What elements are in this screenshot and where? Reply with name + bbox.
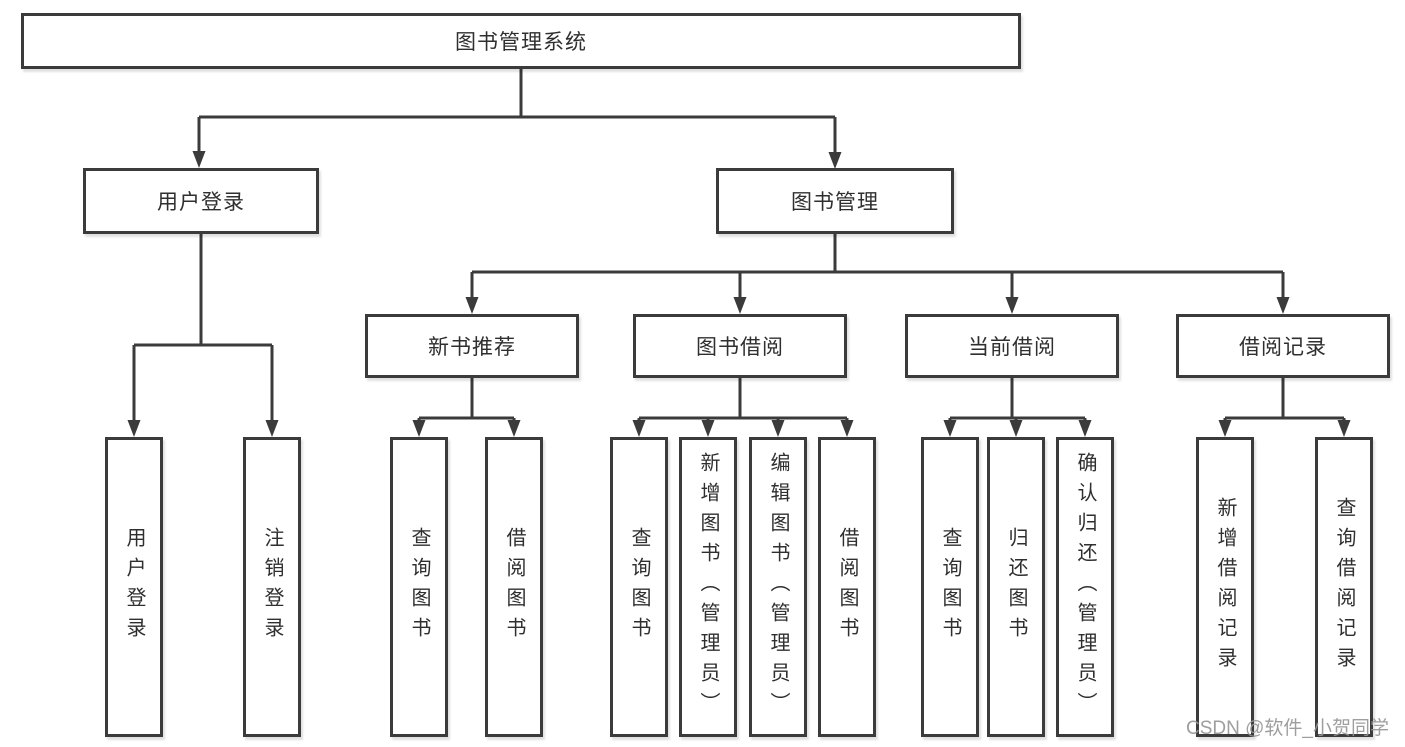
node-current-borrowing: 当前借阅 bbox=[905, 314, 1119, 378]
node-label: 编辑图书（管理员） bbox=[767, 452, 789, 722]
connector-book-borrow-to-children bbox=[632, 378, 854, 437]
node-new-book-recommend: 新书推荐 bbox=[365, 314, 579, 378]
node-label: 归还图书 bbox=[1005, 527, 1027, 647]
connector-current-borrow-to-children bbox=[943, 378, 1092, 437]
node-label: 查询图书 bbox=[408, 527, 430, 647]
arrowhead-icon bbox=[701, 420, 715, 437]
watermark: CSDN @软件_小贺同学 bbox=[1186, 718, 1389, 739]
node-confirm-return-admin: 确认归还（管理员） bbox=[1056, 437, 1114, 737]
node-label: 注销登录 bbox=[261, 527, 283, 647]
node-return-books: 归还图书 bbox=[987, 437, 1045, 737]
node-borrow-books-2: 借阅图书 bbox=[818, 437, 876, 737]
node-borrow-books-1: 借阅图书 bbox=[485, 437, 543, 737]
connector-book-mgmt-to-level3 bbox=[465, 234, 1290, 314]
node-label: 查询图书 bbox=[939, 527, 961, 647]
arrowhead-icon bbox=[1218, 420, 1232, 437]
connector-borrow-records-to-children bbox=[1218, 378, 1351, 437]
node-book-management: 图书管理 bbox=[716, 168, 954, 234]
node-label: 查询图书 bbox=[628, 527, 650, 647]
arrowhead-icon bbox=[127, 420, 141, 437]
arrowhead-icon bbox=[1276, 297, 1290, 314]
node-user-login-leaf: 用户登录 bbox=[105, 437, 163, 737]
node-label: 确认归还（管理员） bbox=[1074, 452, 1096, 722]
node-add-borrow-record: 新增借阅记录 bbox=[1196, 437, 1254, 737]
arrowhead-icon bbox=[265, 420, 279, 437]
arrowhead-icon bbox=[465, 297, 479, 314]
node-label: 查询借阅记录 bbox=[1333, 497, 1355, 677]
arrowhead-icon bbox=[771, 420, 785, 437]
node-label: 借阅图书 bbox=[503, 527, 525, 647]
arrowhead-icon bbox=[412, 420, 426, 437]
node-logout: 注销登录 bbox=[243, 437, 301, 737]
node-borrowing-records: 借阅记录 bbox=[1176, 314, 1390, 378]
arrowhead-icon bbox=[828, 152, 842, 169]
node-label: 新增图书（管理员） bbox=[697, 452, 719, 722]
arrowhead-icon bbox=[1337, 420, 1351, 437]
arrowhead-icon bbox=[733, 297, 747, 314]
node-library-management-system: 图书管理系统 bbox=[21, 13, 1021, 69]
connector-new-book-rec-to-children bbox=[412, 378, 521, 437]
node-query-books-2: 查询图书 bbox=[610, 437, 668, 737]
node-user-login: 用户登录 bbox=[83, 168, 319, 234]
node-edit-books-admin: 编辑图书（管理员） bbox=[749, 437, 807, 737]
node-add-books-admin: 新增图书（管理员） bbox=[679, 437, 737, 737]
node-book-borrowing: 图书借阅 bbox=[633, 314, 847, 378]
arrowhead-icon bbox=[1009, 420, 1023, 437]
node-label: 用户登录 bbox=[123, 527, 145, 647]
arrowhead-icon bbox=[1078, 420, 1092, 437]
node-label: 借阅图书 bbox=[836, 527, 858, 647]
arrowhead-icon bbox=[1005, 297, 1019, 314]
connector-root-to-level2 bbox=[192, 69, 842, 169]
arrowhead-icon bbox=[632, 420, 646, 437]
node-query-books-3: 查询图书 bbox=[921, 437, 979, 737]
arrowhead-icon bbox=[943, 420, 957, 437]
connector-user-login-to-children bbox=[127, 234, 279, 437]
arrowhead-icon bbox=[192, 151, 206, 168]
node-label: 新增借阅记录 bbox=[1214, 497, 1236, 677]
node-query-books-1: 查询图书 bbox=[390, 437, 448, 737]
arrowhead-icon bbox=[840, 420, 854, 437]
node-query-borrow-record: 查询借阅记录 bbox=[1315, 437, 1373, 737]
arrowhead-icon bbox=[507, 420, 521, 437]
